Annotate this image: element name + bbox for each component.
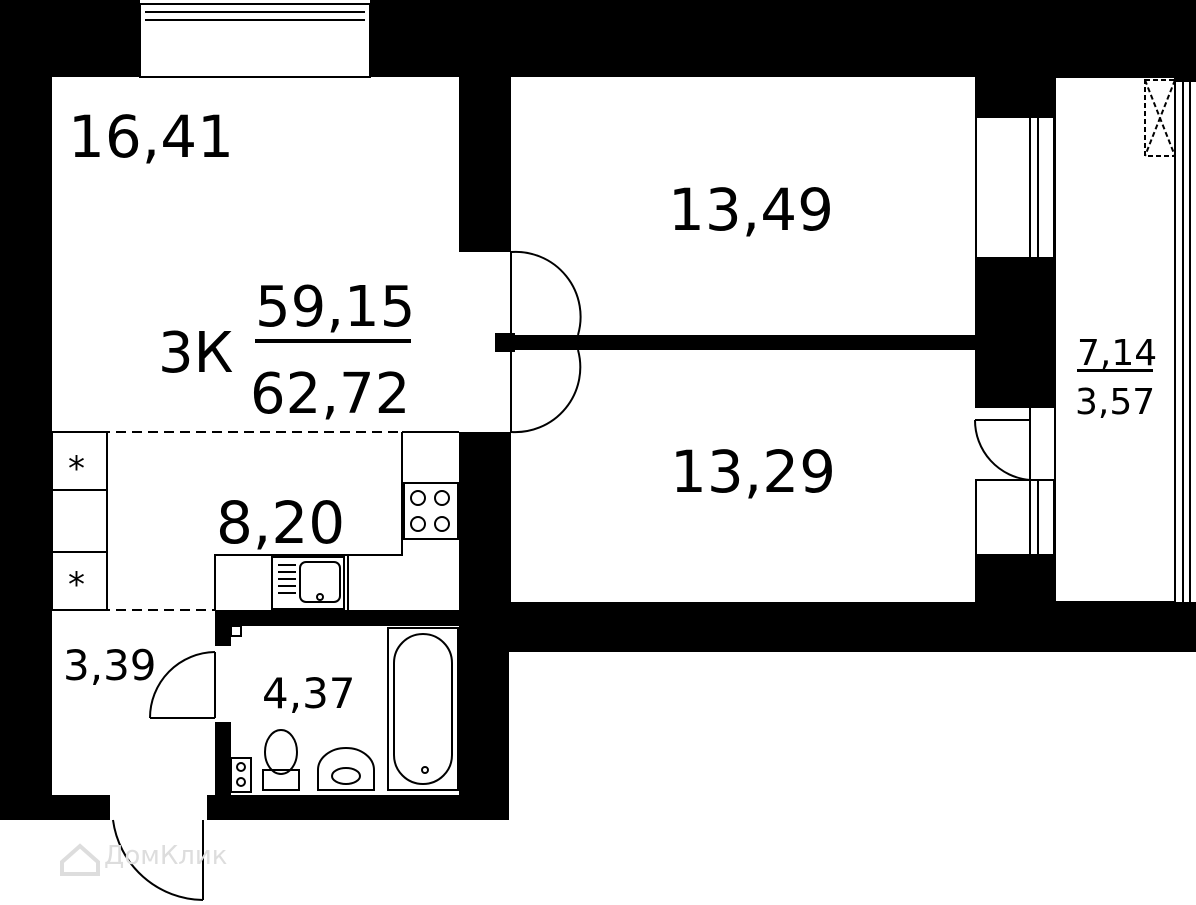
hallway-area: 3,39 [63, 641, 157, 690]
stove-icon [403, 482, 459, 540]
window-bedroom-2 [975, 479, 1055, 556]
cabinet-mark-bottom: * [68, 565, 85, 605]
bathtub-icon [387, 627, 459, 791]
kitchen-cabinets-left [51, 431, 108, 611]
window-top [139, 3, 371, 78]
window-bedroom-1 [975, 116, 1055, 259]
walls [0, 0, 1196, 820]
kitchen-counter [214, 431, 459, 610]
watermark: ДомКлик [60, 841, 228, 876]
loggia-reduced-area: 3,57 [1075, 382, 1155, 423]
fraction-line [255, 339, 411, 343]
loggia-area: 7,14 [1077, 333, 1157, 374]
watermark-text: ДомКлик [104, 841, 228, 871]
bedroom-1-area: 13,49 [668, 176, 834, 244]
loggia-fraction-line [1077, 369, 1153, 372]
sink-icon [271, 556, 345, 610]
house-logo-icon [60, 843, 100, 876]
cabinet-mark-top: * [68, 449, 85, 489]
washbasin-icon [317, 747, 375, 791]
meter-icon [230, 625, 252, 793]
bathroom-door [149, 651, 216, 719]
loggia [1054, 76, 1191, 603]
total-area: 62,72 [250, 362, 410, 427]
kitchen-area: 8,20 [216, 489, 345, 557]
entrance-door [112, 819, 204, 901]
living-room-area: 16,41 [68, 103, 234, 171]
kitchen-boundary [52, 431, 459, 611]
bedroom-doors [510, 250, 582, 434]
living-area: 59,15 [255, 275, 415, 340]
toilet-icon [262, 729, 300, 791]
bathroom-area: 4,37 [262, 669, 356, 718]
bedroom-2-area: 13,29 [670, 438, 836, 506]
ventilation-box [1144, 79, 1176, 157]
apartment-type: 3К [158, 321, 233, 386]
loggia-door [973, 408, 1031, 481]
